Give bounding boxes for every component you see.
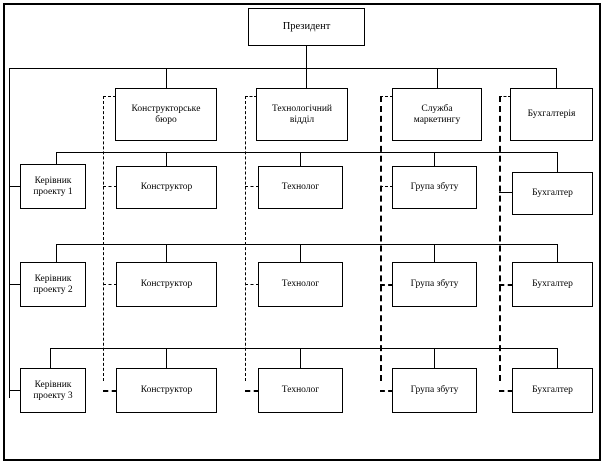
connector-project-3-manager-drop	[50, 348, 51, 368]
node-project-manager-1[interactable]: Керівник проекту 1	[20, 164, 86, 209]
connector-left-spine	[9, 68, 10, 398]
node-technology-department-label: Технологічний відділ	[271, 103, 333, 125]
node-technologist-3-label: Технолог	[281, 385, 320, 396]
node-project-manager-2-label: Керівник проекту 2	[33, 273, 73, 295]
dashed-link-technology-department-top	[245, 96, 257, 97]
connector-project-3-drop-designer	[166, 348, 167, 368]
connector-project-2-drop-sales	[434, 244, 435, 262]
node-accountant-2[interactable]: Бухгалтер	[512, 262, 593, 307]
diagram-outer-frame	[3, 3, 601, 461]
node-technologist-3[interactable]: Технолог	[258, 368, 343, 413]
node-sales-group-3-label: Група збуту	[410, 385, 459, 396]
node-sales-group-2[interactable]: Група збуту	[392, 262, 477, 307]
dashed-link-accounting-department-top	[499, 96, 511, 97]
dashed-link-accountant-2	[499, 284, 513, 286]
dashed-link-technologist-2	[245, 284, 259, 285]
node-project-manager-2[interactable]: Керівник проекту 2	[20, 262, 86, 307]
node-sales-group-3[interactable]: Група збуту	[392, 368, 477, 413]
node-designer-2[interactable]: Конструктор	[116, 262, 217, 307]
node-designer-3[interactable]: Конструктор	[116, 368, 217, 413]
connector-project-1-bus	[56, 152, 557, 153]
dashed-spine-marketing-service	[380, 96, 382, 381]
connector-project-1-manager-stub	[9, 186, 20, 187]
dashed-spine-design-bureau	[103, 96, 104, 381]
node-accountant-3-label: Бухгалтер	[532, 385, 573, 396]
dashed-link-sales-group-2	[380, 284, 393, 286]
node-design-bureau-label: Конструкторськe бюро	[131, 103, 201, 125]
dashed-link-designer-2	[103, 284, 117, 285]
dashed-link-marketing-service-top	[380, 96, 393, 97]
node-design-bureau[interactable]: Конструкторськe бюро	[115, 88, 217, 141]
connector-project-1-drop-technologist	[300, 152, 301, 166]
node-accounting-department-label: Бухгалтерія	[527, 109, 576, 120]
node-project-manager-3[interactable]: Керівник проекту 3	[20, 368, 86, 413]
node-accounting-department[interactable]: Бухгалтерія	[510, 88, 593, 141]
connector-project-2-manager-drop	[56, 244, 57, 262]
connector-project-2-drop-technologist	[300, 244, 301, 262]
connector-project-2-drop-accountant	[557, 244, 558, 262]
connector-project-2-drop-designer	[166, 244, 167, 262]
dashed-link-design-bureau-top	[103, 96, 116, 97]
node-accountant-1[interactable]: Бухгалтер	[512, 172, 593, 215]
connector-project-3-manager-stub	[9, 390, 20, 391]
dashed-link-sales-group-1	[380, 186, 393, 187]
dashed-link-technologist-3	[245, 390, 259, 392]
node-designer-1-label: Конструктор	[140, 182, 193, 193]
node-sales-group-1[interactable]: Група збуту	[392, 166, 477, 209]
node-project-manager-3-label: Керівник проекту 3	[33, 379, 73, 401]
connector-project-1-drop-sales	[434, 152, 435, 166]
connector-project-3-bus	[50, 348, 557, 349]
node-project-manager-1-label: Керівник проекту 1	[33, 175, 73, 197]
node-technologist-2[interactable]: Технолог	[258, 262, 343, 307]
connector-drop-accounting-department	[556, 68, 557, 88]
connector-project-3-drop-technologist	[300, 348, 301, 368]
node-technology-department[interactable]: Технологічний відділ	[256, 88, 348, 141]
dashed-spine-accounting-department	[499, 96, 501, 381]
node-technologist-1[interactable]: Технолог	[258, 166, 343, 209]
connector-functional-bus	[9, 68, 557, 69]
connector-drop-technology-department	[306, 68, 307, 88]
dashed-link-sales-group-3	[380, 390, 393, 392]
connector-project-3-drop-sales	[434, 348, 435, 368]
node-designer-2-label: Конструктор	[140, 279, 193, 290]
dashed-spine-technology-department	[245, 96, 246, 381]
node-marketing-service[interactable]: Служба маркетингу	[392, 88, 482, 141]
connector-drop-design-bureau	[166, 68, 167, 88]
node-designer-3-label: Конструктор	[140, 385, 193, 396]
node-accountant-3[interactable]: Бухгалтер	[512, 368, 593, 413]
dashed-link-designer-1	[103, 186, 117, 187]
connector-project-1-drop-designer	[166, 152, 167, 166]
node-technologist-1-label: Технолог	[281, 182, 320, 193]
dashed-link-designer-3	[103, 390, 117, 392]
connector-project-3-drop-accountant	[557, 348, 558, 368]
connector-project-1-drop-accountant	[557, 152, 558, 174]
connector-drop-marketing-service	[437, 68, 438, 88]
connector-project-2-bus	[56, 244, 557, 245]
node-president[interactable]: Президент	[248, 8, 365, 46]
connector-project-2-manager-stub	[9, 284, 20, 285]
node-sales-group-1-label: Група збуту	[410, 182, 459, 193]
node-president-label: Президент	[282, 20, 331, 32]
node-marketing-service-label: Служба маркетингу	[413, 103, 461, 125]
dashed-link-accountant-3	[499, 390, 513, 392]
connector-accountant-1-stub	[499, 192, 513, 193]
node-sales-group-2-label: Група збуту	[410, 279, 459, 290]
dashed-link-technologist-1	[245, 186, 259, 187]
node-accountant-2-label: Бухгалтер	[532, 279, 573, 290]
connector-president-stem	[306, 46, 307, 68]
node-designer-1[interactable]: Конструктор	[116, 166, 217, 209]
node-technologist-2-label: Технолог	[281, 279, 320, 290]
connector-project-1-manager-drop	[56, 152, 57, 166]
node-accountant-1-label: Бухгалтер	[532, 188, 573, 199]
